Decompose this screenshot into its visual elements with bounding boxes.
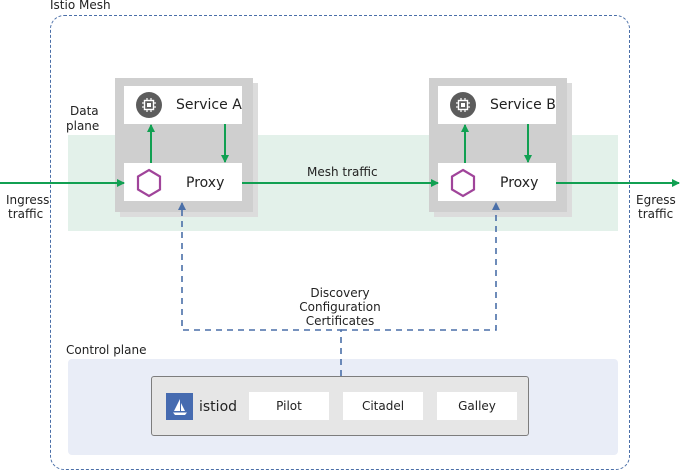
mesh-traffic-label: Mesh traffic bbox=[307, 165, 378, 179]
component-galley[interactable]: Galley bbox=[437, 392, 517, 420]
proxy-hexagon-icon bbox=[450, 168, 476, 198]
istio-sail-icon bbox=[166, 393, 193, 420]
proxy-b-label: Proxy bbox=[500, 175, 539, 191]
proxy-hexagon-icon bbox=[136, 168, 162, 198]
chip-icon bbox=[450, 92, 476, 118]
control-link-to-proxy-a bbox=[178, 202, 342, 376]
chip-icon bbox=[136, 92, 162, 118]
service-b-label: Service B bbox=[490, 97, 556, 113]
proxy-a-card[interactable] bbox=[124, 163, 242, 201]
mesh-title: Istio Mesh bbox=[50, 0, 114, 12]
egress-label-line2: traffic bbox=[638, 207, 674, 221]
proxy-a-label: Proxy bbox=[186, 175, 225, 191]
control-link-to-proxy-b bbox=[341, 202, 500, 331]
data-plane-label-line1: Data bbox=[70, 104, 99, 118]
component-pilot[interactable]: Pilot bbox=[249, 392, 329, 420]
configuration-label: Configuration bbox=[299, 300, 381, 314]
data-plane-label-line2: plane bbox=[66, 119, 100, 133]
control-plane-label: Control plane bbox=[66, 343, 147, 357]
ingress-label-line2: traffic bbox=[8, 207, 44, 221]
discovery-label: Discovery bbox=[310, 286, 370, 300]
istiod-label: istiod bbox=[199, 399, 238, 415]
certificates-label: Certificates bbox=[305, 314, 375, 328]
proxy-b-card[interactable] bbox=[438, 163, 556, 201]
ingress-label-line1: Ingress bbox=[6, 193, 50, 207]
service-a-label: Service A bbox=[176, 97, 242, 113]
mesh-boundary bbox=[50, 15, 630, 470]
egress-label-line1: Egress bbox=[636, 193, 676, 207]
component-citadel[interactable]: Citadel bbox=[343, 392, 423, 420]
